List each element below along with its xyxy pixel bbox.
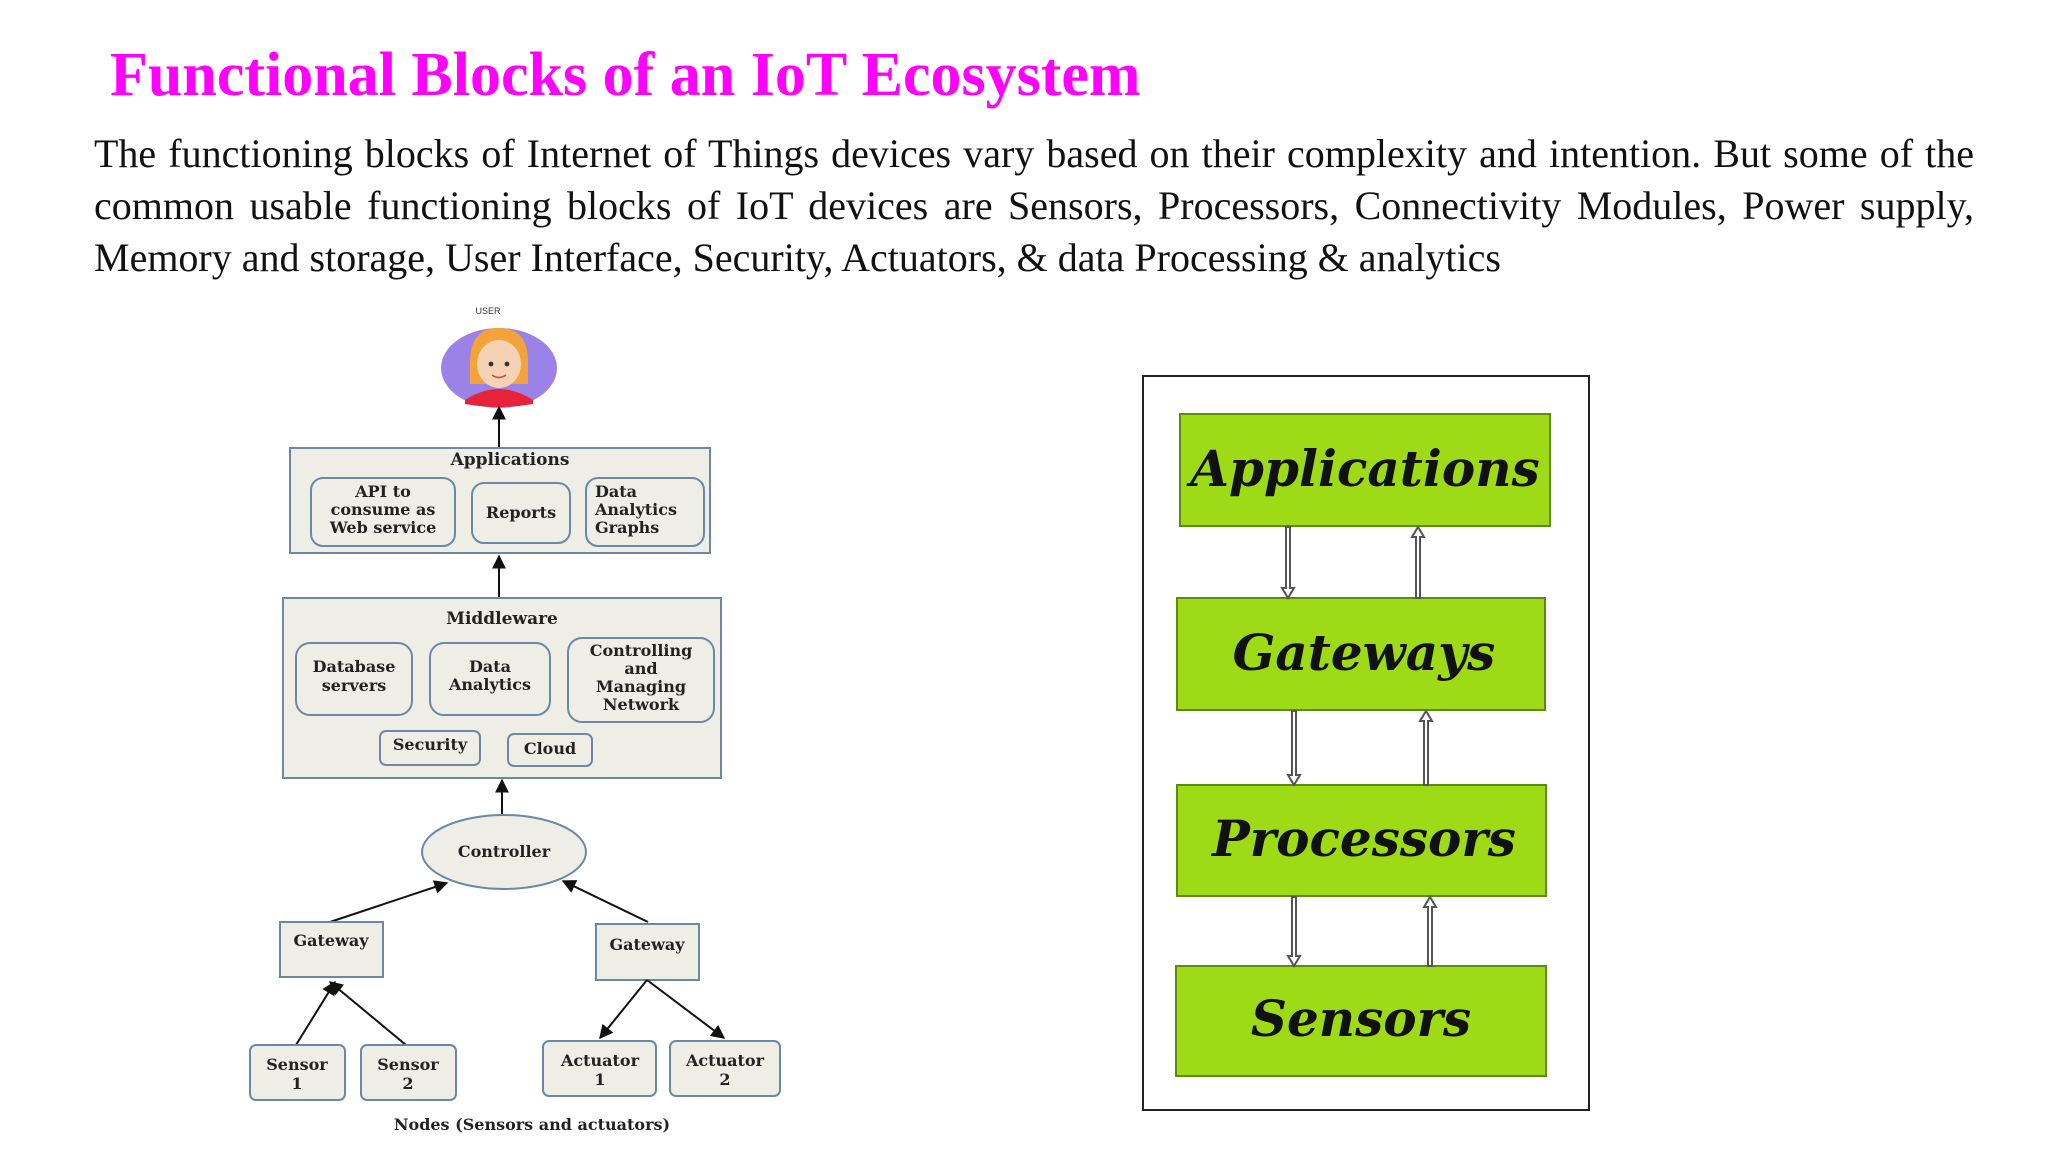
svg-text:Data: Data	[469, 657, 511, 676]
svg-text:API to: API to	[354, 482, 411, 501]
svg-text:2: 2	[402, 1074, 413, 1093]
arrow-down-processors-sensors	[1286, 896, 1302, 968]
svg-text:Security: Security	[393, 735, 468, 754]
intro-paragraph: The functioning blocks of Internet of Th…	[94, 131, 1974, 280]
applications-box: Applications API to consume as Web servi…	[289, 447, 711, 554]
user-label: USER	[475, 306, 501, 316]
svg-text:Web service: Web service	[329, 518, 437, 537]
gateway-right: Gateway	[595, 923, 700, 981]
svg-text:Graphs: Graphs	[595, 518, 659, 537]
svg-text:servers: servers	[322, 676, 387, 695]
svg-text:1: 1	[594, 1070, 605, 1089]
arrow-gateway-to-actuator2	[646, 979, 726, 1039]
svg-text:Applications: Applications	[1186, 439, 1540, 498]
arrow-gateway-left-to-controller	[329, 880, 449, 923]
svg-text:consume as: consume as	[331, 500, 436, 519]
svg-text:Sensor: Sensor	[377, 1055, 439, 1074]
mw-item-database-servers: Database servers	[295, 642, 413, 716]
iot-architecture-diagram: USER Applications API to consume as Web	[249, 306, 781, 1134]
layer-processors: Processors	[1176, 784, 1547, 897]
svg-text:and: and	[624, 659, 657, 678]
arrow-up-sensors-processors	[1422, 895, 1438, 967]
svg-text:Network: Network	[603, 695, 680, 714]
arrow-gateway-right-to-controller	[561, 880, 649, 923]
svg-text:Actuator: Actuator	[685, 1051, 765, 1070]
arrow-sensor1-to-gateway	[295, 980, 336, 1046]
middleware-box: Middleware Database servers Data Analyti…	[282, 597, 722, 779]
page-title: Functional Blocks of an IoT Ecosystem	[110, 41, 1141, 109]
iot-layer-stack-diagram: Applications Gateways Processors Sensors	[1142, 375, 1590, 1111]
arrow-gateway-to-actuator1	[599, 979, 648, 1040]
svg-text:Controller: Controller	[458, 842, 551, 861]
svg-text:Controlling: Controlling	[590, 641, 693, 660]
mw-item-data-analytics: Data Analytics	[429, 642, 551, 716]
arrow-down-applications-gateways	[1280, 526, 1296, 600]
svg-text:Gateways: Gateways	[1233, 623, 1496, 682]
svg-text:Reports: Reports	[486, 503, 556, 522]
svg-text:Gateway: Gateway	[609, 935, 685, 954]
layer-applications: Applications	[1179, 413, 1551, 527]
svg-text:2: 2	[719, 1070, 730, 1089]
svg-text:Analytics: Analytics	[448, 675, 531, 694]
mw-item-cloud: Cloud	[507, 733, 593, 767]
app-item-reports: Reports	[471, 482, 571, 544]
controller-node: Controller	[421, 814, 587, 890]
svg-text:Processors: Processors	[1210, 809, 1516, 868]
user-avatar-icon	[441, 328, 557, 408]
nodes-caption: Nodes (Sensors and actuators)	[394, 1115, 670, 1134]
svg-text:1: 1	[291, 1074, 302, 1093]
arrow-up-processors-gateways	[1418, 709, 1434, 786]
actuator-1: Actuator 1	[542, 1040, 657, 1097]
svg-text:Cloud: Cloud	[524, 739, 576, 758]
svg-text:Gateway: Gateway	[293, 931, 369, 950]
arrow-up-gateways-applications	[1410, 525, 1426, 599]
svg-text:Analytics: Analytics	[594, 500, 677, 519]
layer-sensors: Sensors	[1175, 965, 1547, 1077]
svg-text:Sensor: Sensor	[266, 1055, 328, 1074]
sensor-2: Sensor 2	[360, 1044, 457, 1101]
svg-text:Database: Database	[313, 657, 396, 676]
layer-gateways: Gateways	[1176, 597, 1546, 711]
arrow-down-gateways-processors	[1286, 710, 1302, 787]
app-item-data-analytics-graphs: Data Analytics Graphs	[585, 477, 705, 547]
arrow-sensor2-to-gateway	[328, 981, 407, 1046]
applications-title: Applications	[450, 450, 570, 470]
svg-text:Data: Data	[595, 482, 637, 501]
actuator-2: Actuator 2	[669, 1040, 781, 1097]
mw-item-controlling-network: Controlling and Managing Network	[567, 637, 715, 723]
gateway-left: Gateway	[279, 921, 384, 978]
middleware-title: Middleware	[446, 609, 558, 629]
mw-item-security: Security	[379, 730, 481, 766]
svg-text:Managing: Managing	[596, 677, 686, 696]
svg-text:Sensors: Sensors	[1251, 989, 1471, 1048]
app-item-api: API to consume as Web service	[310, 477, 456, 547]
user-node: USER	[441, 306, 557, 408]
svg-text:Actuator: Actuator	[560, 1051, 640, 1070]
sensor-1: Sensor 1	[249, 1044, 346, 1101]
